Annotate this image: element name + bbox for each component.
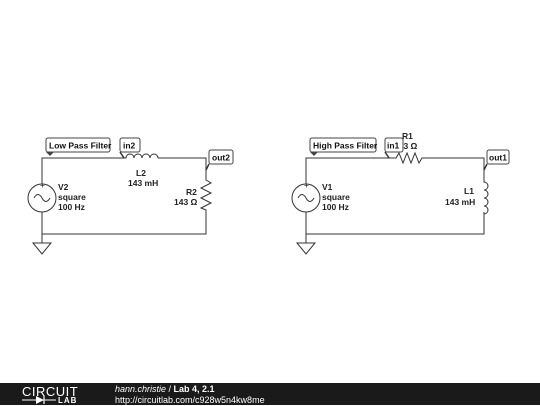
- source-plus-sign: +: [304, 180, 309, 190]
- schematic-canvas: + V2 square 100 Hz L2 143 mH R2 143 Ω Lo…: [27, 131, 510, 255]
- inductor-l2: [124, 153, 159, 159]
- out2-tag-text: out2: [212, 153, 230, 163]
- v1-type-label: square: [322, 192, 350, 202]
- low-pass-filter-tag-text: Low Pass Filter: [49, 141, 112, 151]
- out2-tag[interactable]: out2: [205, 149, 234, 171]
- in2-tag[interactable]: in2: [119, 137, 141, 159]
- voltage-source-v1: +: [291, 180, 321, 213]
- circuitlab-logo[interactable]: CIRCUIT LAB: [22, 384, 96, 405]
- voltage-source-v2: +: [27, 180, 57, 213]
- footer-bar: CIRCUIT LAB hann.christie / Lab 4, 2.1 h…: [0, 383, 540, 405]
- circuit-title[interactable]: Lab 4, 2.1: [173, 384, 215, 394]
- l2-value-label: 143 mH: [128, 178, 158, 188]
- r2-value-label: 143 Ω: [174, 197, 198, 207]
- circuit-info: hann.christie / Lab 4, 2.1 http://circui…: [115, 384, 265, 406]
- v1-freq-label: 100 Hz: [322, 202, 349, 212]
- wire-right-top-right: [424, 157, 485, 180]
- out1-tag-text: out1: [489, 153, 507, 163]
- resistor-r1: [392, 151, 424, 165]
- wire-right-bottom: [305, 212, 485, 235]
- v2-name-label: V2: [58, 182, 69, 192]
- high-pass-filter-tag-text: High Pass Filter: [313, 141, 378, 151]
- r2-name-label: R2: [186, 187, 197, 197]
- high-pass-circuit: + V1 square 100 Hz R1 143 Ω L1 143 mH Hi…: [291, 131, 510, 255]
- r1-name-label: R1: [402, 131, 413, 141]
- l1-value-label: 143 mH: [445, 197, 475, 207]
- logo-bottom-text: LAB: [58, 396, 78, 405]
- v2-type-label: square: [58, 192, 86, 202]
- resistor-r2: [199, 176, 213, 212]
- wire-left-top-right: [158, 157, 207, 176]
- circuit-url-link[interactable]: http://circuitlab.com/c928w5n4kw8me: [115, 395, 265, 405]
- v2-freq-label: 100 Hz: [58, 202, 85, 212]
- v1-name-label: V1: [322, 182, 333, 192]
- low-pass-circuit: + V2 square 100 Hz L2 143 mH R2 143 Ω Lo…: [27, 137, 234, 255]
- ground-symbol-right: [295, 242, 317, 255]
- logo-top-text: CIRCUIT: [22, 384, 79, 399]
- wire-left-top: [41, 157, 124, 184]
- sine-wave-icon: [33, 194, 51, 202]
- in1-tag-text: in1: [387, 141, 400, 151]
- l1-name-label: L1: [464, 186, 474, 196]
- l2-name-label: L2: [136, 168, 146, 178]
- low-pass-filter-tag[interactable]: Low Pass Filter: [45, 137, 112, 156]
- diode-icon: [22, 396, 56, 404]
- in2-tag-text: in2: [123, 141, 136, 151]
- wire-left-bottom: [41, 212, 207, 235]
- title-separator: /: [166, 384, 174, 394]
- r1-value-label: 143 Ω: [394, 141, 418, 151]
- ground-symbol-left: [31, 242, 53, 255]
- source-plus-sign: +: [40, 180, 45, 190]
- sine-wave-icon: [297, 194, 315, 202]
- in1-tag[interactable]: in1: [384, 137, 404, 159]
- out1-tag[interactable]: out1: [483, 149, 510, 171]
- high-pass-filter-tag[interactable]: High Pass Filter: [309, 137, 378, 156]
- inductor-l1: [483, 180, 489, 215]
- author-link[interactable]: hann.christie: [115, 384, 167, 394]
- wire-right-top: [305, 157, 392, 184]
